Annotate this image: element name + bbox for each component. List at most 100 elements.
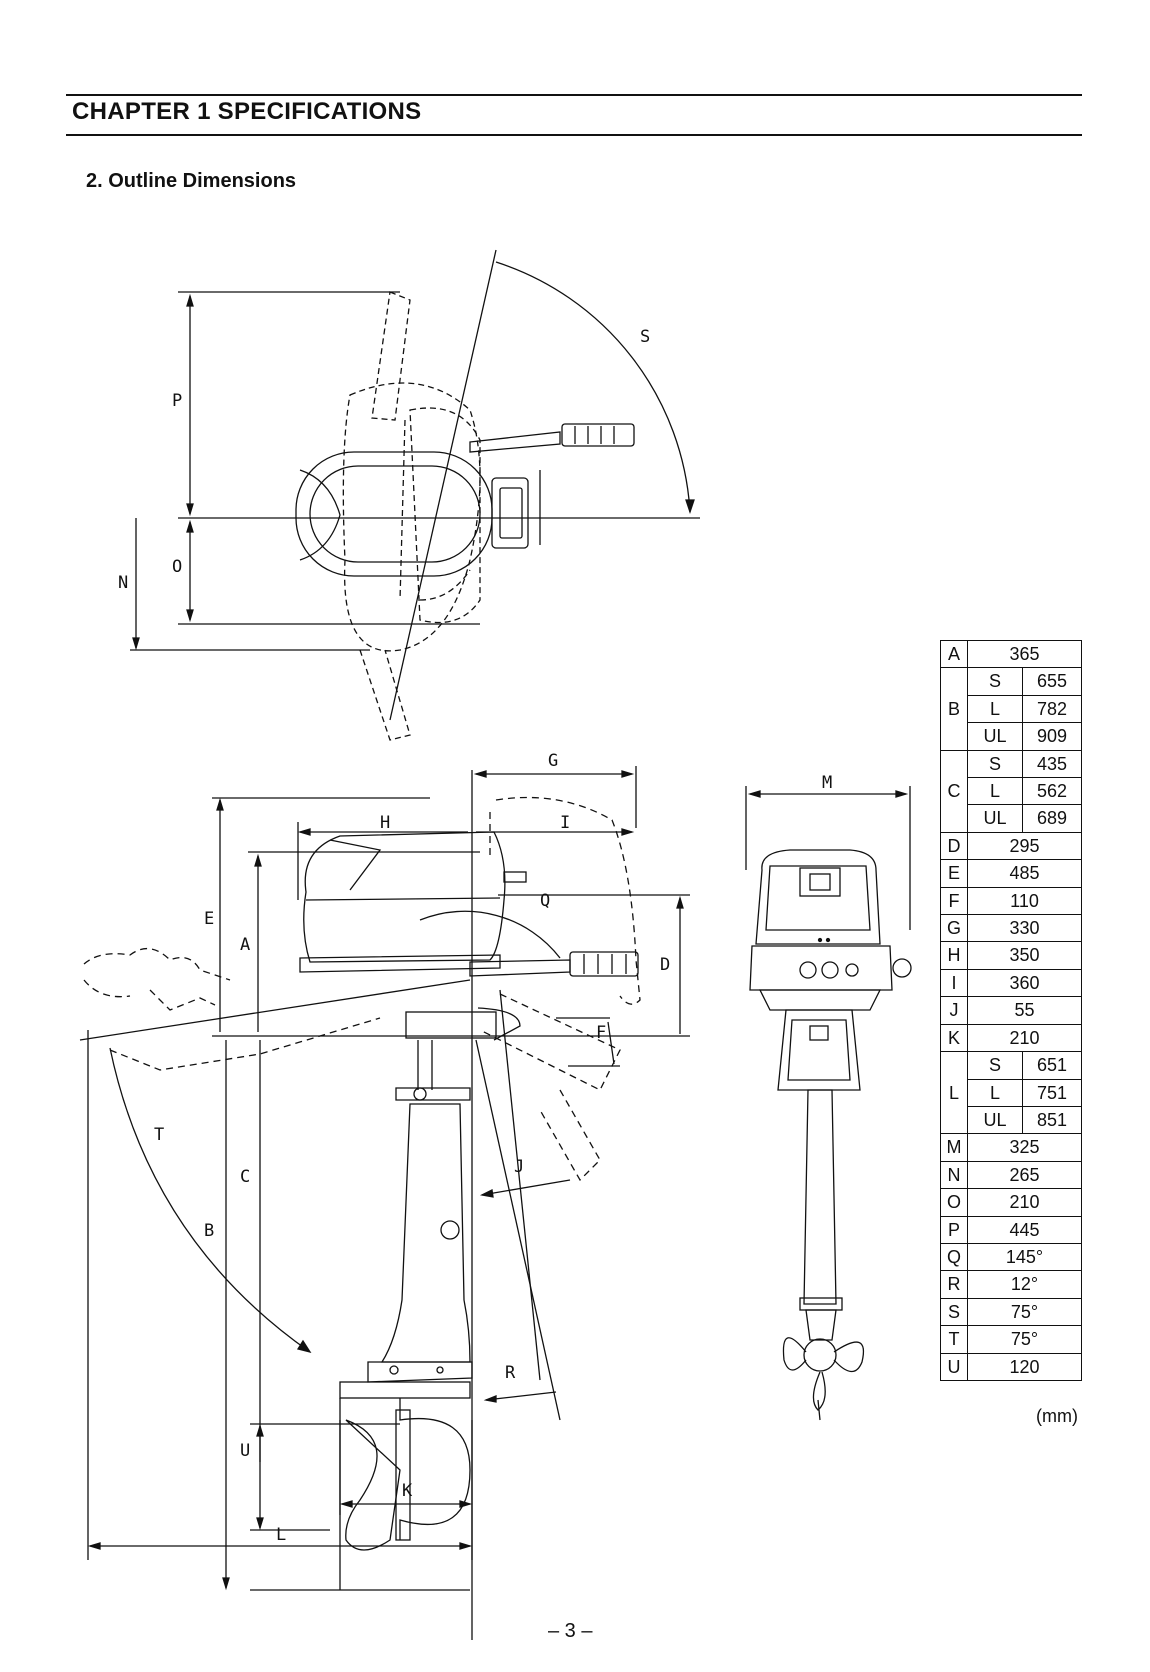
spec-value: 210 bbox=[968, 1024, 1082, 1051]
dimension-spec-table: A365BS655L782UL909CS435L562UL689D295E485… bbox=[940, 640, 1082, 1381]
spec-value: 295 bbox=[968, 832, 1082, 859]
spec-value: 909 bbox=[1023, 723, 1082, 750]
spec-key: N bbox=[941, 1161, 968, 1188]
spec-key: E bbox=[941, 860, 968, 887]
dim-label-k: K bbox=[402, 1481, 413, 1501]
spec-value: 651 bbox=[1023, 1052, 1082, 1079]
spec-value: 350 bbox=[968, 942, 1082, 969]
spec-variant-type: UL bbox=[968, 1106, 1023, 1133]
spec-key: O bbox=[941, 1189, 968, 1216]
dim-label-p: P bbox=[172, 391, 182, 411]
dim-label-n: N bbox=[118, 573, 128, 593]
dim-label-e: E bbox=[204, 909, 214, 929]
spec-key: C bbox=[941, 750, 968, 832]
spec-value: 265 bbox=[968, 1161, 1082, 1188]
spec-key: P bbox=[941, 1216, 968, 1243]
spec-key: D bbox=[941, 832, 968, 859]
spec-key: K bbox=[941, 1024, 968, 1051]
spec-variant-type: UL bbox=[968, 805, 1023, 832]
spec-key: B bbox=[941, 668, 968, 750]
spec-value: 851 bbox=[1023, 1106, 1082, 1133]
dim-label-s: S bbox=[640, 327, 650, 347]
spec-value: 12° bbox=[968, 1271, 1082, 1298]
spec-value: 325 bbox=[968, 1134, 1082, 1161]
spec-key: T bbox=[941, 1326, 968, 1353]
spec-value: 120 bbox=[968, 1353, 1082, 1380]
spec-key: Q bbox=[941, 1243, 968, 1270]
dim-label-f: F bbox=[596, 1023, 606, 1043]
spec-variant-type: S bbox=[968, 750, 1023, 777]
spec-key: U bbox=[941, 1353, 968, 1380]
dim-label-q: Q bbox=[540, 891, 550, 911]
spec-key: S bbox=[941, 1298, 968, 1325]
spec-value: 55 bbox=[968, 997, 1082, 1024]
spec-key: M bbox=[941, 1134, 968, 1161]
spec-variant-type: UL bbox=[968, 723, 1023, 750]
dim-label-g: G bbox=[548, 751, 558, 771]
spec-key: R bbox=[941, 1271, 968, 1298]
spec-variant-type: L bbox=[968, 695, 1023, 722]
spec-key: G bbox=[941, 915, 968, 942]
dim-label-m: M bbox=[822, 773, 832, 793]
spec-value: 435 bbox=[1023, 750, 1082, 777]
spec-value: 365 bbox=[968, 641, 1082, 668]
spec-value: 360 bbox=[968, 969, 1082, 996]
spec-row: U120 bbox=[941, 1353, 1082, 1380]
spec-row: LS651 bbox=[941, 1052, 1082, 1079]
front-view-drawing bbox=[746, 786, 911, 1420]
dim-label-c: C bbox=[240, 1167, 250, 1187]
dim-label-d: D bbox=[660, 955, 670, 975]
spec-variant-type: L bbox=[968, 1079, 1023, 1106]
spec-row: M325 bbox=[941, 1134, 1082, 1161]
spec-value: 562 bbox=[1023, 778, 1082, 805]
spec-value: 210 bbox=[968, 1189, 1082, 1216]
spec-value: 751 bbox=[1023, 1079, 1082, 1106]
spec-key: L bbox=[941, 1052, 968, 1134]
dim-label-o: O bbox=[172, 557, 182, 577]
spec-value: 110 bbox=[968, 887, 1082, 914]
spec-variant-type: L bbox=[968, 778, 1023, 805]
dim-label-l: L bbox=[276, 1525, 286, 1545]
side-view-drawing bbox=[80, 766, 690, 1640]
spec-key: A bbox=[941, 641, 968, 668]
dim-label-h: H bbox=[380, 813, 390, 833]
spec-key: F bbox=[941, 887, 968, 914]
dim-label-u: U bbox=[240, 1441, 250, 1461]
top-view-drawing bbox=[130, 250, 700, 740]
spec-key: I bbox=[941, 969, 968, 996]
spec-value: 75° bbox=[968, 1298, 1082, 1325]
spec-value: 689 bbox=[1023, 805, 1082, 832]
spec-row: BS655 bbox=[941, 668, 1082, 695]
spec-variant-type: S bbox=[968, 668, 1023, 695]
spec-value: 145° bbox=[968, 1243, 1082, 1270]
spec-value: 782 bbox=[1023, 695, 1082, 722]
dim-label-b: B bbox=[204, 1221, 214, 1241]
dim-label-i: I bbox=[560, 813, 570, 833]
spec-value: 485 bbox=[968, 860, 1082, 887]
dim-label-r: R bbox=[505, 1363, 516, 1383]
spec-key: J bbox=[941, 997, 968, 1024]
dim-label-j: J bbox=[514, 1157, 524, 1177]
spec-value: 655 bbox=[1023, 668, 1082, 695]
spec-value: 75° bbox=[968, 1326, 1082, 1353]
dim-label-a: A bbox=[240, 935, 250, 955]
spec-key: H bbox=[941, 942, 968, 969]
page-number: – 3 – bbox=[548, 1620, 592, 1643]
